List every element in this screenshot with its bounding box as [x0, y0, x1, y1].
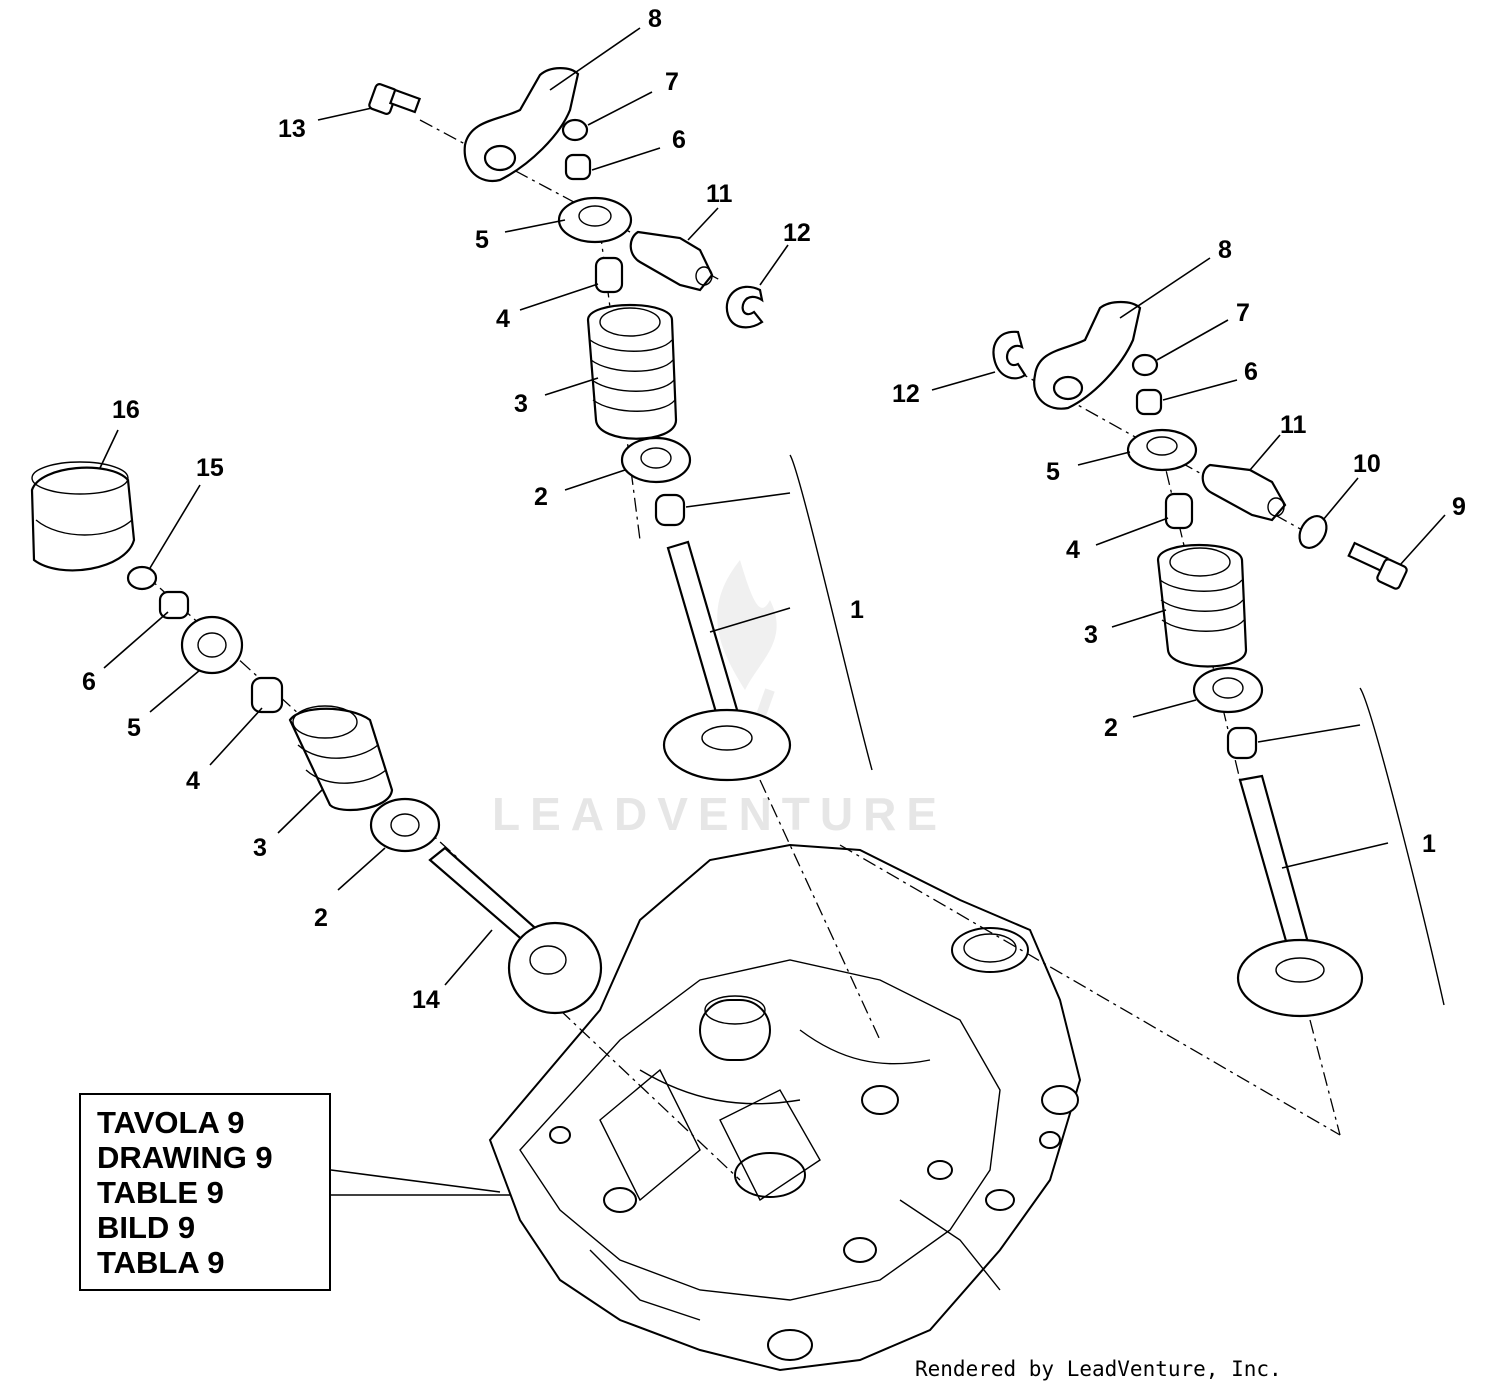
bolt-9: [1347, 541, 1408, 590]
watermark-text: LEADVENTURE: [492, 788, 947, 840]
callout-2-left: 2: [314, 904, 328, 932]
valve-14: [428, 846, 603, 1015]
bracket-1-top: [789, 454, 873, 771]
callout-3-top: 3: [514, 390, 528, 418]
top-valve-assembly: [368, 67, 873, 782]
valve-seal-4-right: [1164, 492, 1194, 530]
valve-seal-4: [594, 256, 624, 294]
retainer-5-left: [180, 615, 244, 675]
valve-1-right: [1236, 774, 1364, 1018]
callout-3-left: 3: [253, 834, 267, 862]
watermark: LEADVENTURE: [492, 560, 947, 840]
rocker-arm-8: [463, 67, 580, 183]
ref-line-tavola: TAVOLA 9: [97, 1105, 245, 1140]
callout-7-top: 7: [665, 68, 679, 96]
callout-9: 9: [1452, 493, 1466, 521]
ref-line-tabla: TABLA 9: [97, 1245, 225, 1280]
rocker-shaft-11-right: [1201, 463, 1287, 522]
callout-16: 16: [112, 396, 140, 424]
left-valve-assembly: [30, 461, 603, 1015]
callout-1-top: 1: [850, 596, 864, 624]
rocker-arm-8-right: [1033, 300, 1142, 410]
flame-logo-icon: [717, 560, 777, 690]
callouts-left: 16 15 6 5 4 3 2 14: [82, 396, 440, 1014]
valve-1-top: [662, 540, 792, 782]
spring-seat-2: [620, 436, 692, 484]
rocker-shaft-11: [629, 230, 714, 292]
callout-3-right: 3: [1084, 621, 1098, 649]
callout-12-right: 12: [892, 380, 920, 408]
callout-12-top: 12: [783, 219, 811, 247]
callout-5-right: 5: [1046, 458, 1060, 486]
ref-line-table: TABLE 9: [97, 1175, 224, 1210]
retainer-5: [557, 196, 633, 244]
valve-seal-4-left: [250, 676, 284, 714]
valve-guide-top: [654, 493, 686, 527]
collet-6-right: [1135, 388, 1163, 416]
valve-guide-right: [1226, 726, 1258, 760]
callouts-right: 8 7 12 6 11 5 10 9 4 3 2 1: [892, 236, 1466, 858]
shim-7: [561, 118, 589, 142]
callout-7-right: 7: [1236, 299, 1250, 327]
valve-spring-3-left: [288, 705, 394, 812]
callout-15: 15: [196, 454, 224, 482]
callout-6-top: 6: [672, 126, 686, 154]
callout-8-right: 8: [1218, 236, 1232, 264]
callout-4-left: 4: [186, 767, 200, 795]
valve-spring-3: [586, 303, 678, 440]
collet-6-left: [158, 590, 190, 620]
shim-7-right: [1131, 353, 1159, 377]
render-credit: Rendered by LeadVenture, Inc.: [915, 1357, 1282, 1381]
callout-11-top: 11: [706, 180, 733, 208]
right-valve-assembly: [992, 300, 1445, 1018]
clip-12: [725, 285, 764, 329]
leader-lines: [99, 27, 1446, 1196]
collet-6: [564, 153, 592, 181]
callout-5-top: 5: [475, 226, 489, 254]
o-ring-10: [1298, 515, 1328, 549]
callouts-top: 8 7 13 6 11 5 12 4 3 2 1: [278, 5, 864, 624]
drawing-reference-box: TAVOLA 9 DRAWING 9 TABLE 9 BILD 9 TABLA …: [79, 1093, 331, 1291]
valve-spring-3-right: [1156, 543, 1248, 668]
shim-15: [126, 565, 158, 591]
ref-line-drawing: DRAWING 9: [97, 1140, 273, 1175]
callout-6-right: 6: [1244, 358, 1258, 386]
clip-12-right: [992, 330, 1027, 380]
callout-11-right: 11: [1280, 411, 1307, 439]
cylinder-head: [488, 843, 1082, 1372]
callout-2-top: 2: [534, 483, 548, 511]
callout-14: 14: [412, 986, 440, 1014]
spring-seat-2-left: [369, 797, 441, 853]
bracket-1-right: [1359, 687, 1445, 1006]
callout-6-left: 6: [82, 668, 96, 696]
callout-4-right: 4: [1066, 536, 1080, 564]
callout-8-top: 8: [648, 5, 662, 33]
retainer-5-right: [1126, 428, 1198, 472]
ref-line-bild: BILD 9: [97, 1210, 196, 1245]
callout-4-top: 4: [496, 305, 510, 333]
tappet-16: [30, 461, 136, 572]
callout-2-right: 2: [1104, 714, 1118, 742]
callout-1-right: 1: [1422, 830, 1436, 858]
callout-5-left: 5: [127, 714, 141, 742]
bolt-13: [368, 83, 422, 115]
callout-10: 10: [1353, 450, 1381, 478]
spring-seat-2-right: [1192, 666, 1264, 714]
callout-13: 13: [278, 115, 306, 143]
